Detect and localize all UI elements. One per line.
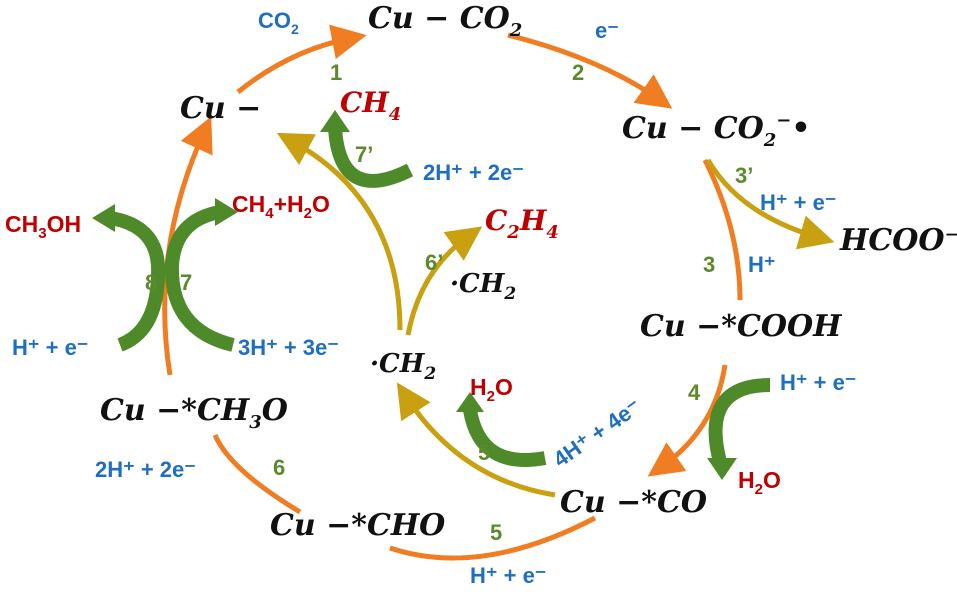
reagent-h-3: H⁺ <box>748 252 776 277</box>
arrow-side-5p-head <box>456 392 484 412</box>
arrow-side-4-head <box>707 458 737 480</box>
species-cu-cho: Cu −*CHO <box>270 508 445 543</box>
reagent-h-e-8: H⁺ + e⁻ <box>12 335 88 360</box>
reagent-h-e-4: H⁺ + e⁻ <box>780 370 856 395</box>
product-ch3oh: CH3OH <box>5 211 81 242</box>
arrow-step-3p <box>705 158 835 250</box>
product-ch4-top: CH4 <box>340 86 401 125</box>
arrow-step-6p <box>405 226 483 336</box>
species-cu-co: Cu −*CO <box>560 485 707 520</box>
arrow-step-7p <box>276 132 403 331</box>
step-7p: 7’ <box>355 142 373 167</box>
step-6: 6 <box>273 455 285 480</box>
reagent-e: e⁻ <box>595 18 619 43</box>
species-cu-co2-radical: Cu − CO2−• <box>622 110 811 151</box>
step-3: 3 <box>703 252 715 277</box>
arrow-step-1 <box>236 24 367 94</box>
step-7: 7 <box>180 270 192 295</box>
step-8: 8 <box>145 270 157 295</box>
reagent-h-e-5: H⁺ + e⁻ <box>470 563 546 588</box>
arrow-step-5p <box>396 382 556 498</box>
arrow-step-4 <box>647 364 728 477</box>
product-h2o-5p: H2O <box>470 374 513 405</box>
species-cu-ch3o: Cu −*CH3O <box>100 393 288 433</box>
arrow-side-5p <box>463 408 547 467</box>
product-ch4-h2o: CH4+H2O <box>232 191 330 222</box>
arrow-side-8 <box>108 211 166 352</box>
reagent-4h-4e: 4H⁺ + 4e⁻ <box>549 394 646 472</box>
arrow-side-8-head <box>92 204 115 232</box>
species-cu: Cu − <box>180 91 261 126</box>
product-c2h4: C2H4 <box>485 204 559 243</box>
product-h2o-4: H2O <box>738 467 781 498</box>
step-5: 5 <box>490 520 502 545</box>
product-hcoo: HCOO⁻ <box>839 223 957 258</box>
reagent-h-e-3p: H⁺ + e⁻ <box>760 190 836 215</box>
species-cu-co2: Cu − CO2 <box>368 1 522 41</box>
species-ch2-b: ·CH2 <box>450 269 516 304</box>
arrow-step-3 <box>702 158 743 301</box>
arrow-side-7 <box>164 205 235 352</box>
reagent-co2: CO2 <box>258 8 299 37</box>
arrow-side-7p <box>328 127 414 188</box>
reagent-2h-2e-7p: 2H⁺ + 2e⁻ <box>423 160 524 185</box>
arrow-step-5 <box>389 515 597 561</box>
species-ch2-a: ·CH2 <box>370 349 436 384</box>
step-3p: 3’ <box>735 163 753 188</box>
species-cu-cooh: Cu −*COOH <box>640 309 843 344</box>
reagent-3h-3e-7: 3H⁺ + 3e⁻ <box>238 335 339 360</box>
step-5p: 5’ <box>478 440 496 465</box>
arrow-side-7-head <box>215 198 238 226</box>
arrow-side-7p-head <box>320 110 350 132</box>
step-6p: 6’ <box>425 250 443 275</box>
reagent-2h-2e-6: 2H⁺ + 2e⁻ <box>95 457 196 482</box>
arrow-step-2 <box>507 32 673 109</box>
step-2: 2 <box>572 60 584 85</box>
step-1: 1 <box>330 60 342 85</box>
step-4: 4 <box>688 380 701 405</box>
arrow-side-4 <box>708 378 771 464</box>
arrow-step-6 <box>212 433 302 515</box>
